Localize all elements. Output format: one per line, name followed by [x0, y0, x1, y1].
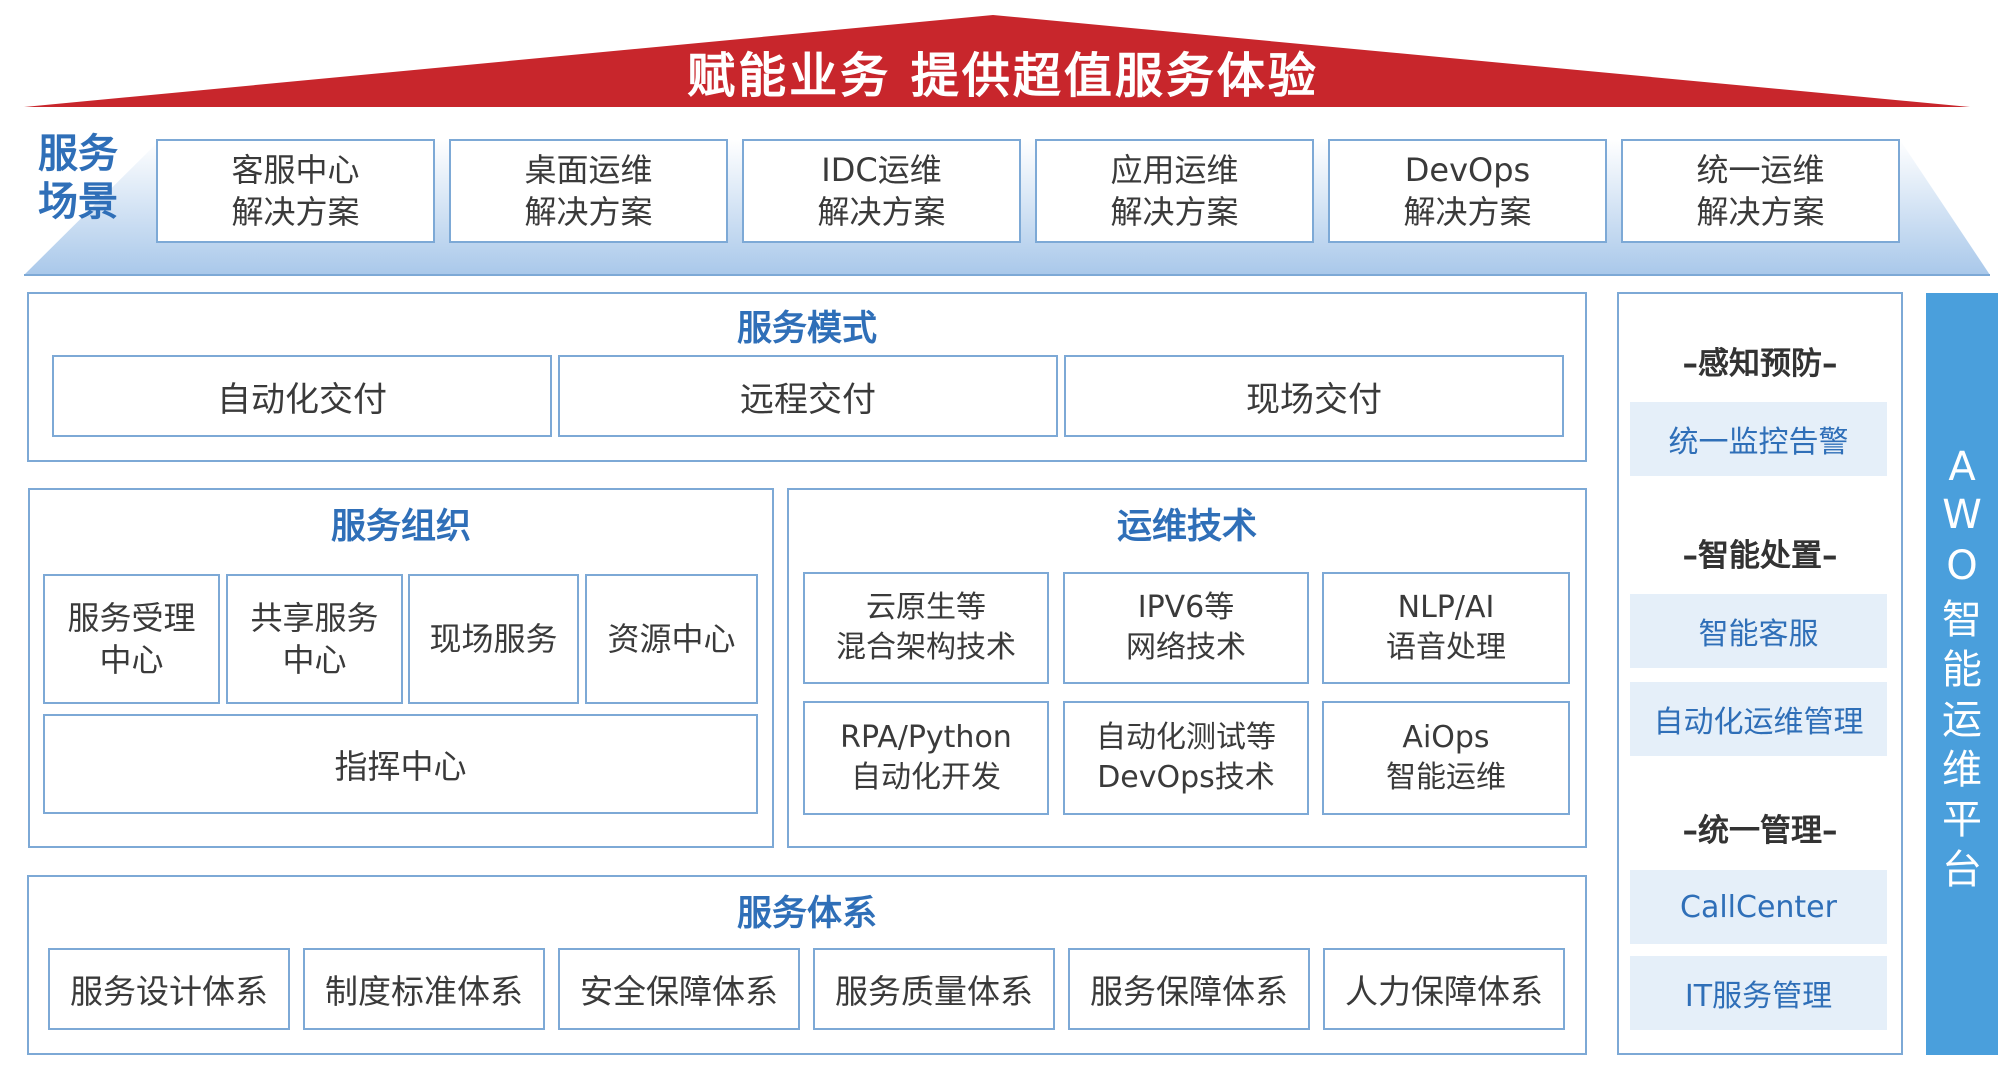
service-mode-title: 服务模式: [736, 309, 877, 349]
ops-tech-item-line1: 自动化测试等: [1096, 720, 1276, 755]
ops-tech-item: 自动化测试等 DevOps技术: [1063, 701, 1309, 815]
service-org-item-line1: 现场服务: [429, 620, 558, 658]
side-group-title-management: –统一管理–: [1682, 813, 1838, 849]
ops-tech-item: AiOps 智能运维: [1322, 701, 1570, 815]
scene-label-line2: 场景: [38, 179, 118, 225]
service-mode-item: 自动化交付: [52, 355, 552, 437]
scene-item-line2: 解决方案: [1110, 193, 1239, 231]
awo-platform-bar: [1926, 293, 1998, 1055]
service-mode-item: 现场交付: [1064, 355, 1564, 437]
service-org-item-line1: 共享服务: [250, 599, 379, 637]
ops-tech-item-line1: 云原生等: [866, 590, 986, 625]
scene-item-line1: 应用运维: [1110, 151, 1239, 189]
service-system-title: 服务体系: [736, 894, 877, 934]
ops-tech-item-line1: RPA/Python: [840, 720, 1012, 755]
service-system-item: 人力保障体系: [1323, 948, 1565, 1030]
scene-item-devops: DevOps 解决方案: [1328, 139, 1607, 243]
ops-tech-item-line2: DevOps技术: [1097, 760, 1275, 795]
ops-tech-item-line2: 智能运维: [1386, 760, 1506, 795]
ops-tech-item-line2: 网络技术: [1126, 630, 1246, 665]
service-mode-item: 远程交付: [558, 355, 1058, 437]
awo-char: 能: [1942, 647, 1982, 693]
awo-char: 台: [1942, 847, 1982, 893]
ops-tech-item: RPA/Python 自动化开发: [803, 701, 1049, 815]
scene-item-line2: 解决方案: [817, 193, 946, 231]
scene-item-line1: 客服中心: [231, 151, 360, 189]
ops-tech-item: NLP/AI 语音处理: [1322, 572, 1570, 684]
side-item-it-service-management: IT服务管理: [1630, 956, 1887, 1030]
scene-item-unified-ops: 统一运维 解决方案: [1621, 139, 1900, 243]
ops-tech-item-line1: AiOps: [1402, 720, 1490, 755]
scene-label: 服务 场景: [18, 130, 138, 226]
scene-item-line1: IDC运维: [821, 151, 942, 189]
side-group-title-perception: –感知预防–: [1682, 346, 1838, 382]
scene-item-line2: 解决方案: [231, 193, 360, 231]
awo-char: A: [1948, 444, 1976, 490]
ops-tech-item-line1: NLP/AI: [1397, 590, 1495, 625]
scene-item-line1: DevOps: [1404, 151, 1531, 189]
scene-item-app-ops: 应用运维 解决方案: [1035, 139, 1314, 243]
awo-char: 智: [1942, 597, 1982, 643]
awo-char: 维: [1942, 747, 1982, 793]
ops-tech-item: 云原生等 混合架构技术: [803, 572, 1049, 684]
scene-item-line1: 统一运维: [1696, 151, 1825, 189]
service-org-item: 共享服务 中心: [226, 574, 403, 704]
ops-tech-item: IPV6等 网络技术: [1063, 572, 1309, 684]
side-item-monitoring: 统一监控告警: [1630, 402, 1887, 476]
scene-label-line1: 服务: [38, 131, 118, 177]
service-system-item: 服务设计体系: [48, 948, 290, 1030]
awo-char: W: [1942, 492, 1982, 538]
awo-char: 平: [1942, 797, 1982, 843]
ops-tech-item-line2: 混合架构技术: [836, 630, 1016, 665]
service-org-item: 现场服务: [408, 574, 579, 704]
service-org-item-line1: 服务受理: [67, 599, 196, 637]
service-org-item-line1: 资源中心: [607, 620, 736, 658]
side-item-callcenter: CallCenter: [1630, 870, 1887, 944]
scene-item-desktop-ops: 桌面运维 解决方案: [449, 139, 728, 243]
ops-tech-item-line1: IPV6等: [1137, 590, 1235, 625]
roof-title: 赋能业务 提供超值服务体验: [687, 48, 1319, 104]
ops-tech-item-line2: 自动化开发: [851, 760, 1001, 795]
ops-tech-item-line2: 语音处理: [1386, 630, 1506, 665]
side-item-auto-ops: 自动化运维管理: [1630, 682, 1887, 756]
command-center-box: 指挥中心: [43, 714, 758, 814]
service-system-item: 服务保障体系: [1068, 948, 1310, 1030]
service-org-title: 服务组织: [330, 507, 471, 547]
service-org-item: 资源中心: [585, 574, 758, 704]
service-org-item: 服务受理 中心: [43, 574, 220, 704]
scene-item-line1: 桌面运维: [524, 151, 653, 189]
roof-red-triangle: [24, 15, 1970, 107]
service-system-item: 制度标准体系: [303, 948, 545, 1030]
side-group-title-handling: –智能处置–: [1682, 538, 1838, 574]
scene-item-line2: 解决方案: [1696, 193, 1825, 231]
service-system-item: 安全保障体系: [558, 948, 800, 1030]
awo-char: O: [1946, 543, 1978, 589]
service-system-item: 服务质量体系: [813, 948, 1055, 1030]
scene-item-line2: 解决方案: [524, 193, 653, 231]
scene-item-line2: 解决方案: [1403, 193, 1532, 231]
side-item-smart-service: 智能客服: [1630, 594, 1887, 668]
service-org-item-line2: 中心: [282, 641, 347, 679]
ops-tech-title: 运维技术: [1116, 507, 1257, 547]
service-org-item-line2: 中心: [99, 641, 164, 679]
awo-char: 运: [1942, 697, 1982, 743]
scene-item-customer-service: 客服中心 解决方案: [156, 139, 435, 243]
scene-item-idc-ops: IDC运维 解决方案: [742, 139, 1021, 243]
